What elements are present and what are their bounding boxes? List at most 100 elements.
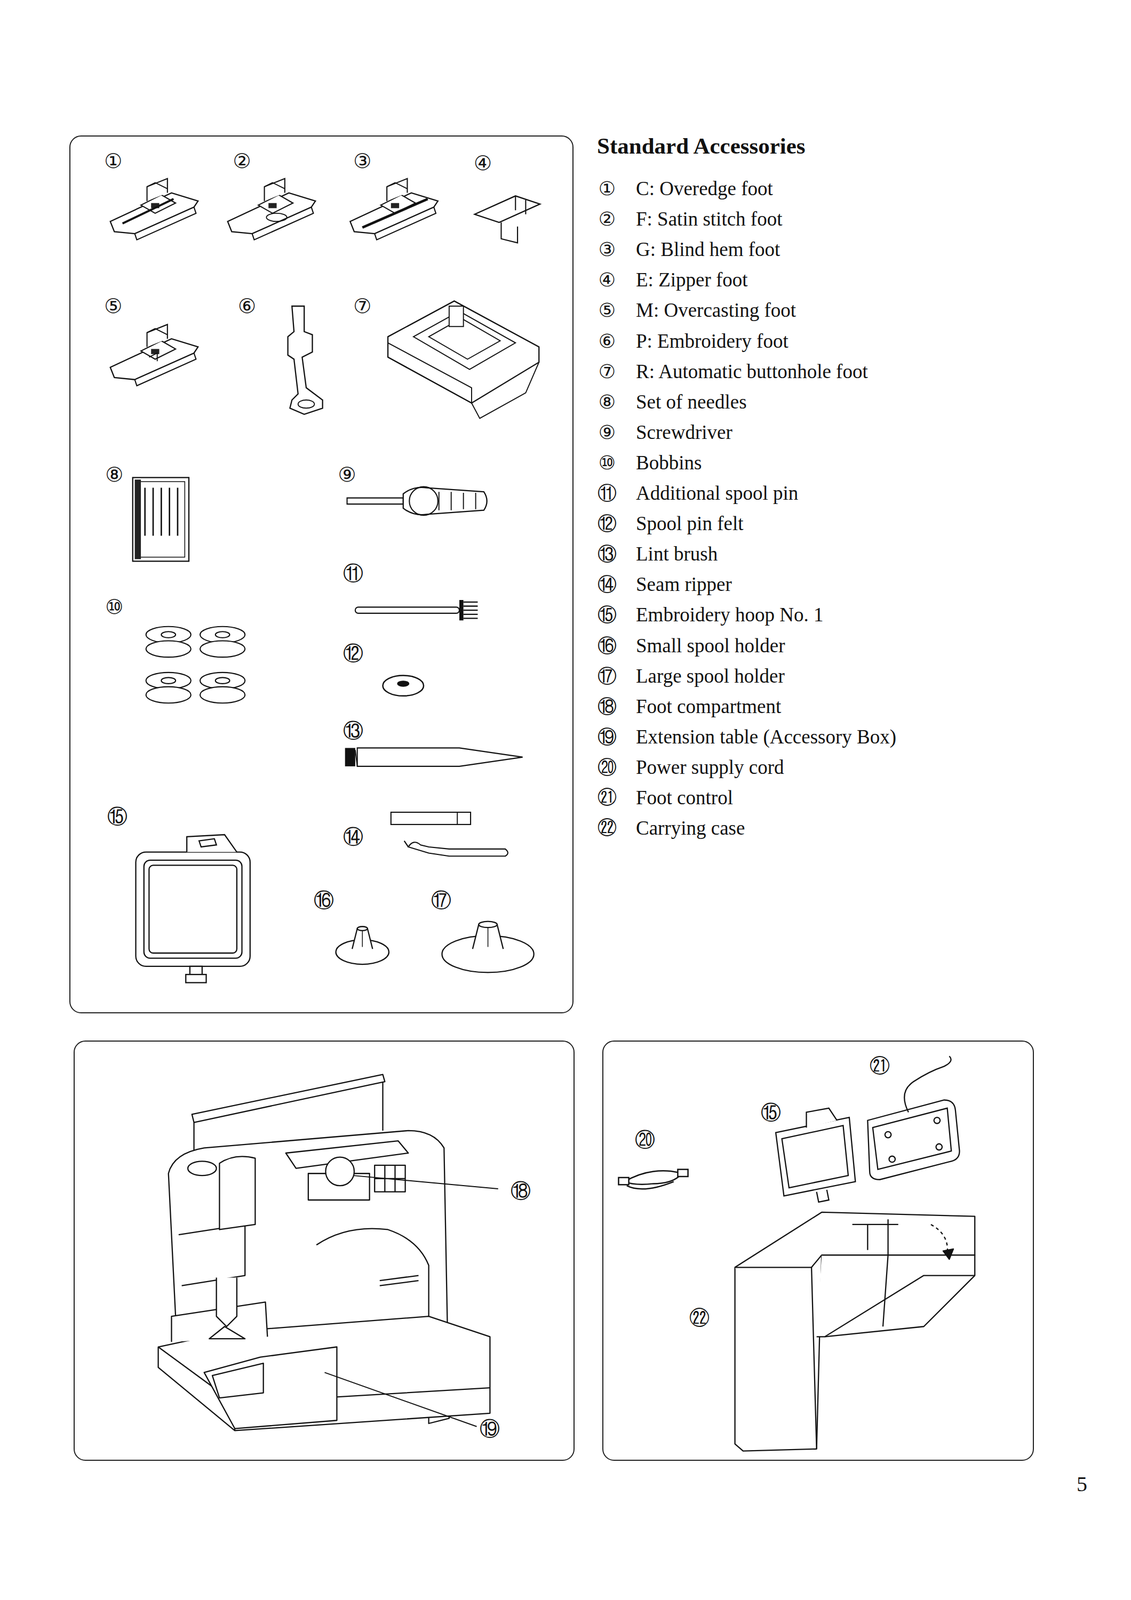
accessory-name: Bobbins — [635, 452, 702, 475]
accessory-name: E: Zipper foot — [635, 269, 748, 292]
needle-pack — [145, 488, 178, 537]
embroidery-hoop — [189, 966, 203, 975]
embroidery-hoop — [136, 852, 251, 967]
embroidery-hoop — [148, 865, 237, 954]
screwdriver — [403, 487, 488, 515]
accessory-name: Power supply cord — [635, 757, 784, 779]
sewing-machine — [187, 1161, 217, 1176]
embroidery-hoop — [198, 839, 217, 848]
overedge-foot — [122, 198, 174, 224]
callout-number: ㉒ — [597, 817, 617, 840]
accessory-name: M: Overcasting foot — [635, 299, 796, 322]
bobbins — [161, 677, 176, 684]
leader-line — [324, 1175, 498, 1428]
embroidery-hoop — [806, 1108, 838, 1128]
callout-number: ① — [598, 178, 616, 200]
embroidery-hoop — [816, 1190, 830, 1203]
embroidery-foot — [288, 306, 323, 415]
callout-number: ⑱ — [597, 696, 617, 718]
callout-number: ④ — [598, 269, 616, 292]
blind-hem-foot — [349, 178, 438, 241]
needle-pack — [134, 479, 141, 560]
sewing-machine — [219, 1156, 256, 1230]
callout-number: ⑲ — [479, 1418, 501, 1440]
bobbins — [215, 631, 230, 638]
sewing-machine — [325, 1157, 355, 1187]
zipper-foot — [474, 195, 540, 223]
bobbins — [215, 677, 230, 684]
zipper-foot — [515, 195, 526, 214]
seam-ripper — [391, 812, 508, 857]
accessory-name: P: Embroidery foot — [635, 330, 789, 353]
small-spool-holder — [352, 928, 373, 950]
carrying-case — [816, 1255, 976, 1337]
callout-number: ⑩ — [598, 452, 616, 474]
screwdriver — [347, 498, 404, 505]
leader-line — [353, 1175, 499, 1190]
callout-number: ⑥ — [237, 295, 257, 317]
buttonhole-foot — [387, 300, 539, 419]
sewing-machine — [209, 1326, 245, 1340]
screwdriver — [347, 487, 488, 516]
spool-pin — [355, 600, 479, 621]
callout-number: ⑧ — [104, 464, 124, 486]
seam-ripper — [391, 812, 471, 825]
spool-felt — [383, 675, 425, 697]
illustration-panel: ⑳⑮㉑㉒ — [602, 1040, 1034, 1462]
buttonhole-foot — [428, 318, 501, 360]
page-number: 5 — [1076, 1472, 1088, 1497]
sewing-machine — [178, 1224, 245, 1287]
carrying-case — [735, 1212, 976, 1452]
carrying-case — [735, 1267, 817, 1450]
large-spool-holder — [478, 921, 497, 928]
accessory-name: Foot compartment — [635, 695, 782, 718]
callout-number: ③ — [352, 150, 372, 172]
seam-ripper — [404, 841, 409, 848]
needle-pack — [132, 477, 189, 562]
spool-pin — [463, 602, 479, 619]
callout-number: ㉒ — [688, 1308, 711, 1330]
callout-number: ⑤ — [598, 300, 616, 322]
illustration-panel: ①②③④⑤⑥⑦⑧⑨⑩⑪⑫⑬⑭⑮⑯⑰ — [69, 135, 574, 1014]
sewing-machine — [212, 1363, 264, 1399]
foot-control — [867, 1056, 960, 1181]
overedge-foot — [110, 178, 199, 241]
callout-number: ⑬ — [342, 720, 364, 742]
callout-number: ⑤ — [103, 295, 123, 317]
accessory-name: Additional spool pin — [635, 482, 799, 505]
overcasting-foot — [110, 324, 199, 386]
callout-number: ㉑ — [597, 787, 617, 809]
callout-number: ⑰ — [430, 889, 452, 912]
satin-stitch-foot — [227, 178, 316, 241]
embroidery-hoop — [775, 1108, 856, 1203]
callout-number: ⑨ — [337, 464, 357, 486]
leader-line — [324, 1372, 477, 1427]
accessory-name: Lint brush — [635, 543, 718, 566]
callout-number: ① — [103, 150, 123, 172]
sewing-machine — [379, 1276, 419, 1287]
bobbins — [146, 641, 191, 658]
zipper-foot — [474, 195, 540, 243]
embroidery-foot — [298, 400, 315, 409]
small-spool-holder — [361, 930, 363, 948]
buttonhole-foot — [449, 306, 464, 327]
callout-number: ⑯ — [597, 635, 617, 657]
overedge-foot — [110, 178, 199, 241]
satin-stitch-foot — [227, 178, 316, 241]
lint-brush — [357, 747, 523, 767]
sewing-machine — [204, 1347, 338, 1430]
blind-hem-foot — [349, 178, 438, 241]
sewing-machine — [192, 1074, 386, 1123]
callout-number: ⑰ — [597, 665, 617, 688]
callout-number: ③ — [598, 239, 616, 261]
callout-number: ⑳ — [597, 757, 617, 779]
callout-number: ⑭ — [597, 574, 617, 596]
embroidery-hoop — [185, 974, 206, 983]
accessory-name: Set of needles — [635, 391, 747, 413]
carrying-case — [824, 1276, 975, 1338]
callout-number: ㉑ — [869, 1055, 891, 1078]
section-title: Standard Accessories — [596, 133, 806, 159]
callout-number: ⑪ — [342, 562, 364, 585]
accessory-name: Foot control — [635, 787, 734, 810]
accessory-name: Small spool holder — [635, 634, 786, 657]
